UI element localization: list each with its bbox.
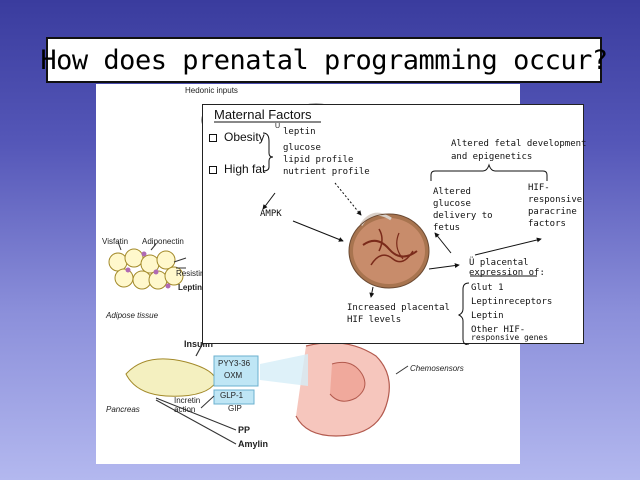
pyy-label: PYY3-36 bbox=[218, 359, 251, 368]
placenta-image bbox=[348, 212, 430, 289]
hif-paracrine-line3: paracrine bbox=[528, 207, 577, 217]
gene-leptinreceptors: Leptinreceptors bbox=[471, 297, 553, 307]
pancreas-shape bbox=[125, 358, 217, 397]
pp-label: PP bbox=[238, 425, 251, 435]
adiponectin-label: Adiponectin bbox=[142, 237, 184, 246]
altered-glucose-line2: glucose bbox=[433, 199, 471, 209]
hedonic-inputs-label: Hedonic inputs bbox=[185, 86, 238, 95]
increased-hif-line2: HIF levels bbox=[347, 315, 402, 325]
altered-fetal-development-line2: and epigenetics bbox=[451, 152, 533, 162]
adipose-tissue-cells bbox=[108, 248, 184, 290]
obesity-label: Obesity bbox=[224, 130, 265, 144]
placental-expression-line2: expression of: bbox=[469, 268, 545, 278]
resistin-label: Resistin bbox=[176, 269, 205, 278]
oxm-label: OXM bbox=[224, 371, 243, 380]
insulin-label: Insulin bbox=[184, 339, 213, 349]
glp1-label: GLP-1 bbox=[220, 391, 244, 400]
obesity-checkbox bbox=[209, 134, 217, 142]
maternal-factors-heading: Maternal Factors bbox=[214, 107, 312, 122]
nutrient-profile-factor: nutrient profile bbox=[283, 167, 370, 177]
leptin-factor: leptin bbox=[283, 127, 316, 137]
hif-paracrine-line4: factors bbox=[528, 219, 566, 229]
caret-symbol: Ü bbox=[275, 123, 281, 130]
maternal-factors-diagram: Maternal Factors Obesity High fat Ü lept… bbox=[202, 104, 587, 345]
amylin-label: Amylin bbox=[238, 439, 269, 449]
hif-paracrine-line1: HIF- bbox=[528, 183, 550, 193]
increased-hif-line1: Increased placental bbox=[347, 303, 450, 313]
leptin-label: Leptin bbox=[178, 283, 202, 292]
lipid-profile-factor: lipid profile bbox=[283, 155, 354, 165]
altered-fetal-development-line1: Altered fetal development bbox=[451, 139, 587, 149]
glp1-box bbox=[213, 389, 255, 405]
slide-title-box: How does prenatal programming occur? bbox=[40, 37, 608, 83]
gene-other-hif: Other HIF- bbox=[471, 325, 526, 335]
gene-responsive-genes: responsive genes bbox=[471, 333, 549, 342]
overlay-connectors bbox=[214, 121, 548, 345]
pancreas-label: Pancreas bbox=[106, 405, 140, 414]
high-fat-label: High fat bbox=[224, 162, 266, 176]
incretin-action-label: Incretin action bbox=[174, 396, 201, 414]
chemosensors-label: Chemosensors bbox=[410, 364, 464, 373]
altered-glucose-line4: fetus bbox=[433, 223, 461, 233]
glucose-factor: glucose bbox=[283, 143, 321, 153]
gene-glut1: Glut 1 bbox=[471, 283, 504, 293]
altered-glucose-line3: delivery to bbox=[433, 211, 493, 221]
altered-glucose-line1: Altered bbox=[433, 187, 471, 197]
pyy-oxm-box bbox=[213, 355, 259, 387]
hif-paracrine-line2: responsive bbox=[528, 195, 583, 205]
gene-leptin: Leptin bbox=[471, 311, 504, 321]
visfatin-label: Visfatin bbox=[102, 237, 129, 246]
ampk-label: AMPK bbox=[260, 209, 282, 219]
slide-title: How does prenatal programming occur? bbox=[40, 44, 608, 76]
placental-expression-line1: Ü placental bbox=[469, 258, 529, 268]
gip-label: GIP bbox=[228, 404, 242, 413]
adipose-tissue-label: Adipose tissue bbox=[106, 311, 159, 320]
high-fat-checkbox bbox=[209, 166, 217, 174]
